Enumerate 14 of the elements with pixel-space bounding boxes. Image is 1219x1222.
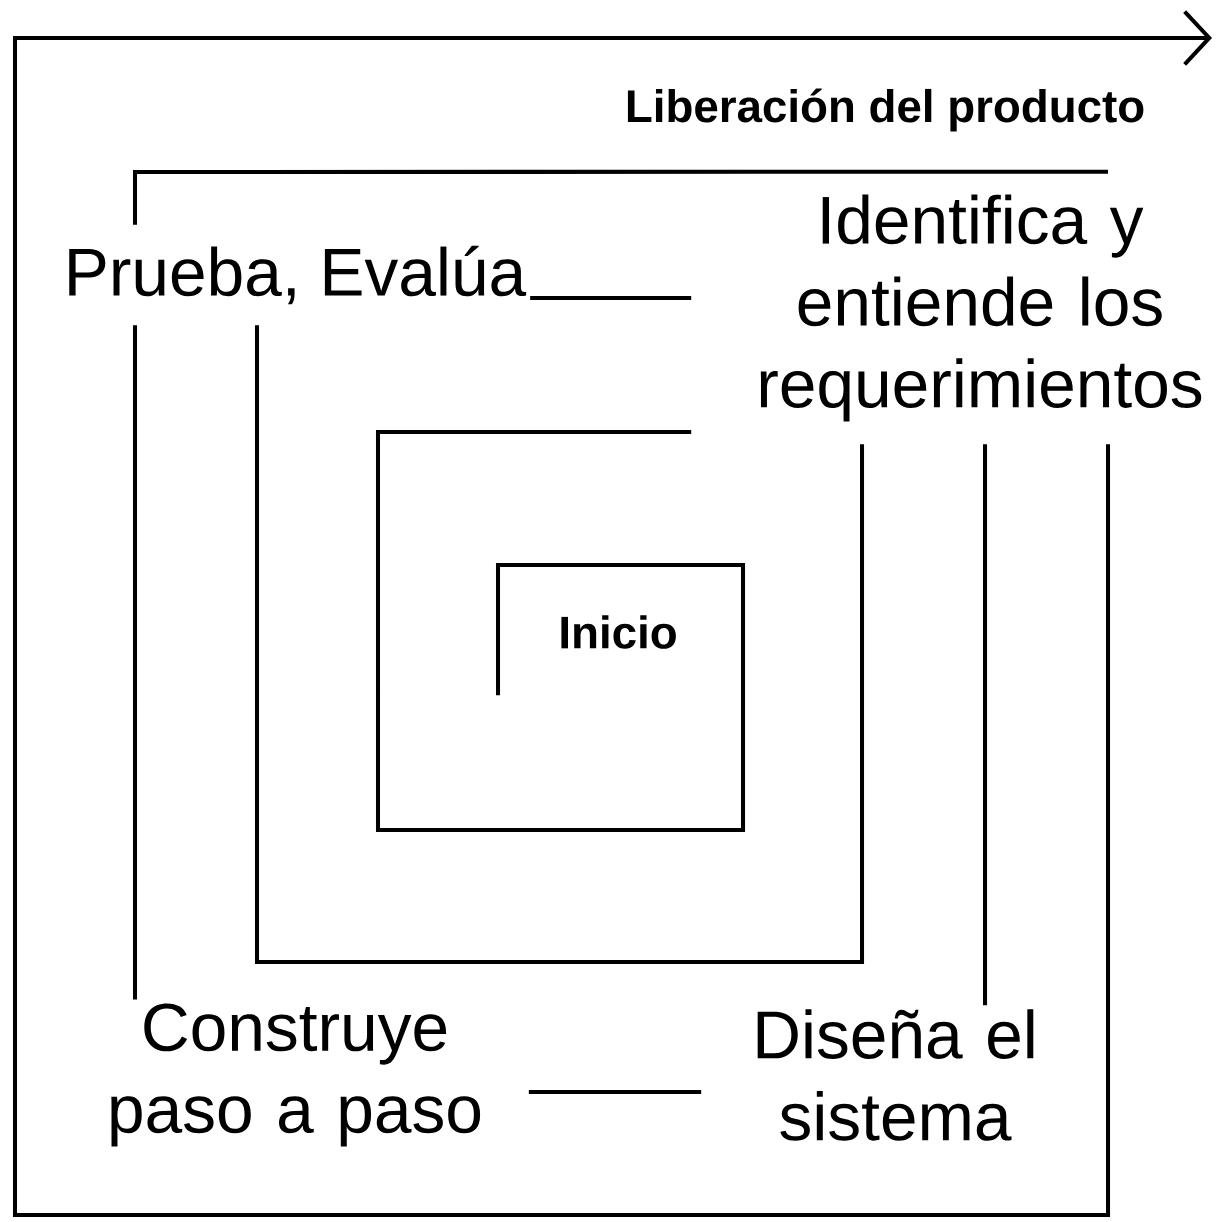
- text-label: Construye paso a paso: [111, 1003, 481, 1147]
- text-label: Diseña el sistema: [757, 1009, 1034, 1141]
- spiral-line: [376, 430, 746, 833]
- text-label: Identifica y entiende los requerimientos: [760, 194, 1202, 422]
- spiral-line: [983, 444, 988, 1006]
- spiral-line: [133, 325, 137, 1000]
- text-label: Prueba, Evalúa: [69, 245, 527, 305]
- spiral-line: [13, 10, 1213, 1218]
- spiral-line: [133, 169, 1108, 225]
- text-label: Inicio: [561, 615, 676, 649]
- spiral-line: [528, 1090, 702, 1095]
- spiral-line: [255, 325, 865, 965]
- spiral-line: [530, 296, 692, 300]
- release-label: Liberación del producto: [627, 88, 1144, 132]
